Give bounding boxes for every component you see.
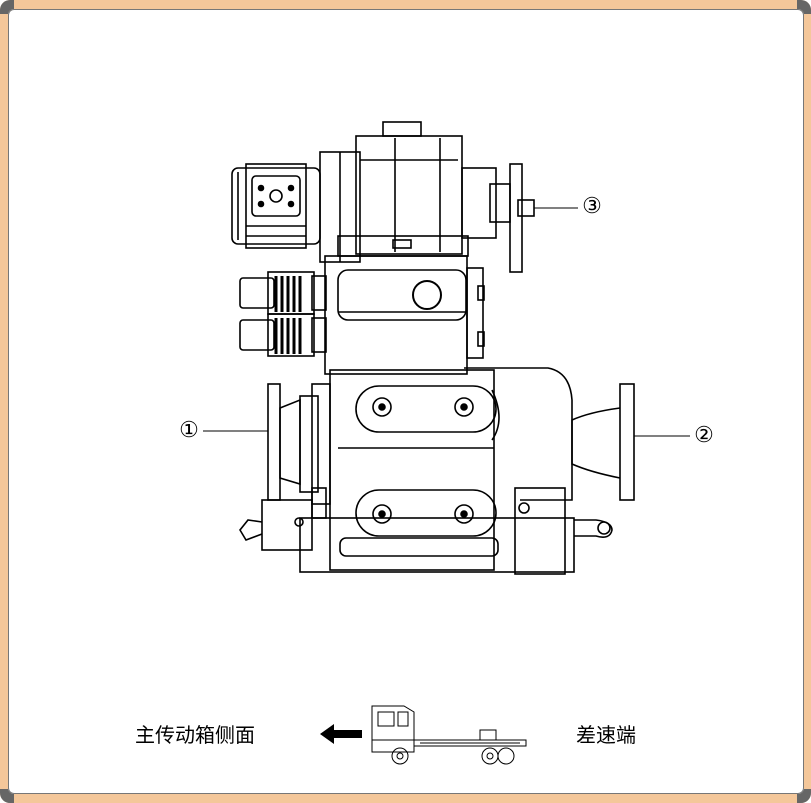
- top-housing: [319, 121, 469, 263]
- lower-body: [329, 369, 497, 571]
- callout-three: ③: [582, 194, 602, 219]
- input-shaft-1: [203, 383, 331, 505]
- caption-differential-end: 差速端: [576, 723, 636, 747]
- output-shaft-2: [571, 383, 690, 501]
- output-shaft-3: [461, 163, 578, 273]
- valve-coil-hatch: [274, 276, 302, 354]
- truck-icon: [371, 705, 527, 765]
- hydraulic-pump: [231, 163, 321, 249]
- drawing-canvas: [8, 9, 804, 794]
- solenoid-valves: [239, 271, 327, 357]
- callout-one: ①: [179, 418, 199, 443]
- caption-main-gearbox-side: 主传动箱侧面: [135, 723, 255, 747]
- direction-arrow-icon: [320, 724, 362, 744]
- callout-two: ②: [694, 423, 714, 448]
- middle-body: [324, 255, 485, 375]
- base-block: [239, 487, 613, 575]
